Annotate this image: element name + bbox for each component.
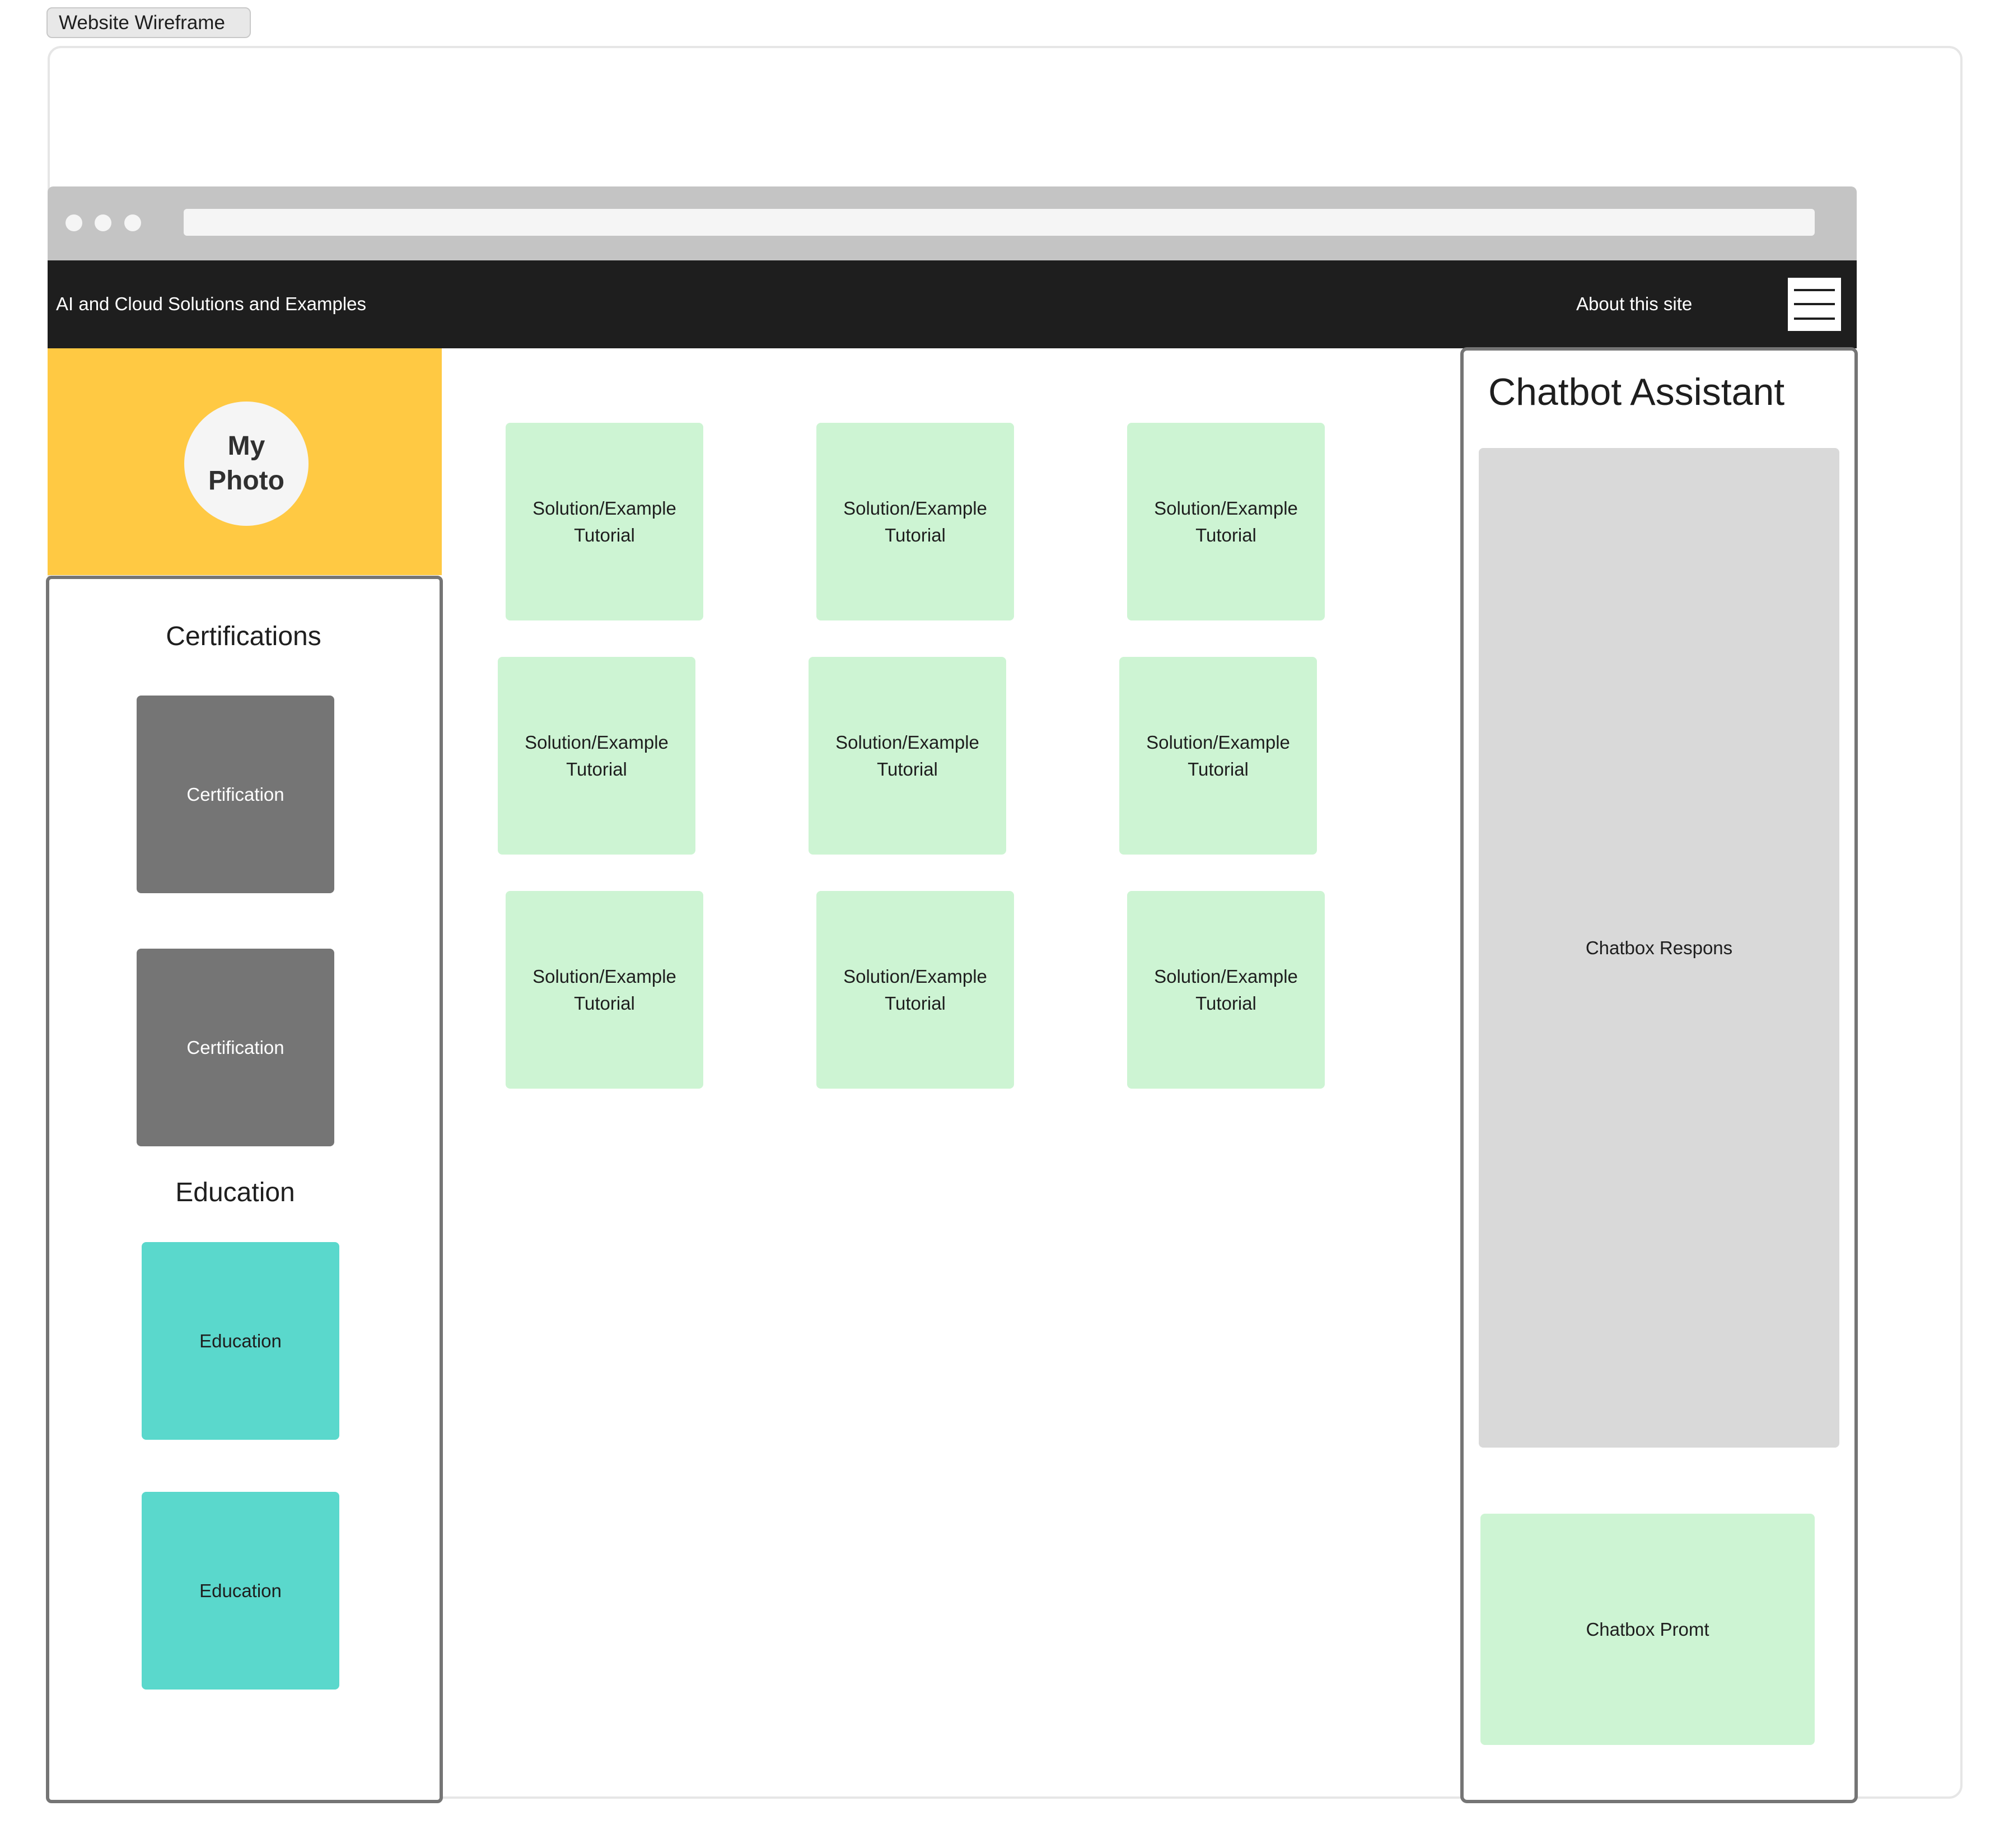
chatbox-response: Chatbox Respons	[1479, 448, 1839, 1448]
navbar	[48, 260, 1857, 348]
profile-photo[interactable]: My Photo	[184, 402, 309, 526]
solution-card[interactable]: Solution/Example Tutorial	[1127, 891, 1325, 1089]
menu-bar-line	[1794, 318, 1835, 320]
education-card[interactable]: Education	[142, 1492, 339, 1690]
certification-card[interactable]: Certification	[137, 696, 334, 893]
solution-card-label: Solution/Example Tutorial	[532, 497, 676, 545]
frame-label: Website Wireframe	[46, 7, 251, 38]
window-dot-icon	[124, 214, 141, 231]
solution-card[interactable]: Solution/Example Tutorial	[506, 423, 703, 620]
solution-card-label: Solution/Example Tutorial	[835, 731, 979, 780]
menu-bar-line	[1794, 303, 1835, 305]
certification-card[interactable]: Certification	[137, 949, 334, 1146]
about-link[interactable]: About this site	[1576, 293, 1693, 314]
chatbot-title: Chatbot Assistant	[1488, 371, 1785, 413]
solution-card[interactable]: Solution/Example Tutorial	[816, 891, 1014, 1089]
solution-card-label: Solution/Example Tutorial	[525, 731, 669, 780]
solution-card[interactable]: Solution/Example Tutorial	[506, 891, 703, 1089]
hamburger-menu-icon[interactable]	[1788, 278, 1841, 331]
solution-card[interactable]: Solution/Example Tutorial	[809, 657, 1006, 855]
menu-bar-line	[1794, 289, 1835, 291]
education-heading: Education	[175, 1178, 295, 1207]
certifications-heading: Certifications	[166, 622, 321, 651]
solution-card[interactable]: Solution/Example Tutorial	[1119, 657, 1317, 855]
solution-card[interactable]: Solution/Example Tutorial	[498, 657, 695, 855]
solution-card-label: Solution/Example Tutorial	[1154, 965, 1298, 1014]
solution-card-label: Solution/Example Tutorial	[843, 497, 987, 545]
solution-card-label: Solution/Example Tutorial	[843, 965, 987, 1014]
solution-card-label: Solution/Example Tutorial	[1154, 497, 1298, 545]
solution-card-label: Solution/Example Tutorial	[532, 965, 676, 1014]
education-card[interactable]: Education	[142, 1242, 339, 1440]
url-bar[interactable]	[184, 209, 1815, 236]
site-title[interactable]: AI and Cloud Solutions and Examples	[56, 293, 367, 314]
solution-card[interactable]: Solution/Example Tutorial	[816, 423, 1014, 620]
solution-card-label: Solution/Example Tutorial	[1146, 731, 1290, 780]
solution-card[interactable]: Solution/Example Tutorial	[1127, 423, 1325, 620]
profile-photo-label: My Photo	[208, 431, 284, 496]
window-dot-icon	[66, 214, 82, 231]
window-dot-icon	[95, 214, 111, 231]
chatbox-prompt-input[interactable]: Chatbox Promt	[1480, 1514, 1815, 1745]
